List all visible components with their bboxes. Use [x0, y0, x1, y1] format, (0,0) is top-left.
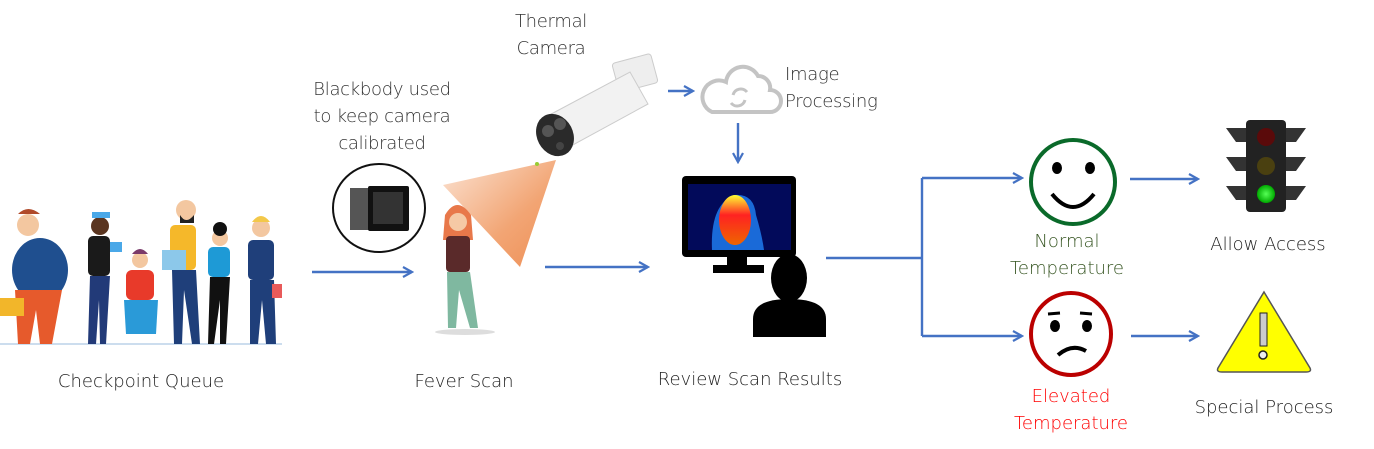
- label-line: Camera: [516, 38, 586, 59]
- elevated-temperature-label: Elevated Temperature: [1014, 383, 1128, 437]
- label-line: Temperature: [1009, 258, 1125, 279]
- smiley-face-icon: [1029, 138, 1117, 226]
- blackbody-label: Blackbody used to keep camera calibrated: [313, 76, 451, 157]
- label-line: Processing: [785, 91, 878, 112]
- label-line: Image: [785, 64, 840, 85]
- fever-scan-label: Fever Scan: [414, 371, 514, 392]
- people-queue-illustration: [0, 200, 282, 345]
- label-line: Temperature: [1013, 413, 1129, 434]
- flow-arrows: [312, 91, 1198, 336]
- woman-figure-icon: [435, 205, 495, 335]
- traffic-light-icon: [1226, 120, 1306, 212]
- thermal-camera-icon: [535, 53, 659, 166]
- warning-triangle-icon: [1216, 290, 1312, 373]
- thermal-field-of-view-cone: [443, 160, 556, 267]
- review-scan-results-label: Review Scan Results: [657, 369, 843, 390]
- normal-temperature-label: Normal Temperature: [1010, 228, 1124, 282]
- image-processing-label: Image Processing: [785, 61, 878, 115]
- special-process-label: Special Process: [1194, 397, 1334, 418]
- blackbody-device-icon: [332, 163, 426, 253]
- label-line: to keep camera: [313, 106, 451, 127]
- cloud-sync-icon: [700, 64, 783, 114]
- label-line: Elevated: [1031, 386, 1111, 407]
- allow-access-label: Allow Access: [1210, 234, 1326, 255]
- label-line: Blackbody used: [313, 79, 451, 100]
- label-line: calibrated: [338, 133, 426, 154]
- sad-face-icon: [1029, 291, 1113, 377]
- label-line: Thermal: [514, 11, 588, 32]
- label-line: Normal: [1034, 231, 1100, 252]
- thermal-camera-label: Thermal Camera: [515, 8, 587, 62]
- checkpoint-queue-label: Checkpoint Queue: [57, 371, 225, 392]
- thermal-monitor-icon: [682, 176, 796, 273]
- person-silhouette-icon: [753, 254, 826, 337]
